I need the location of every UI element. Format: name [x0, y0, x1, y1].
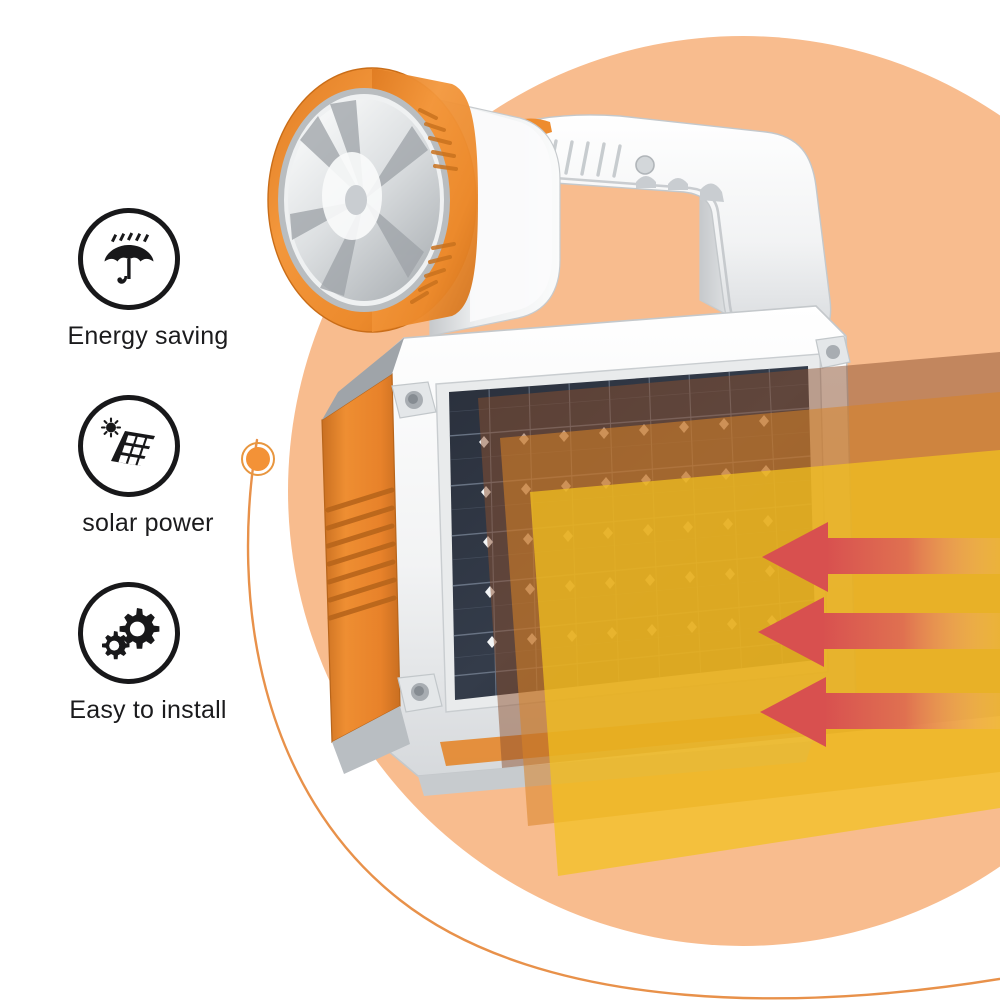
feature-badge: [78, 395, 180, 497]
feature-item-energy-saving[interactable]: Energy saving: [48, 208, 248, 351]
feature-badge: [78, 208, 180, 310]
feature-label: solar power: [82, 509, 214, 537]
feature-label: Easy to install: [69, 696, 227, 724]
arc-marker-dot: [241, 442, 275, 476]
reflector-bulb: [345, 185, 367, 215]
feature-list: Energy saving: [48, 208, 268, 769]
feature-item-solar-power[interactable]: solar power: [48, 395, 248, 538]
solar-panel-sun-icon: [100, 417, 155, 467]
feature-badge: [78, 582, 180, 684]
gears-icon: [102, 608, 160, 660]
background-circle: [288, 36, 1000, 946]
feature-label: Energy saving: [67, 322, 229, 350]
feature-item-easy-to-install[interactable]: Easy to install: [48, 582, 248, 725]
umbrella-rain-icon: [104, 232, 154, 284]
marker-core: [246, 447, 270, 471]
marker-ring: [241, 442, 275, 476]
